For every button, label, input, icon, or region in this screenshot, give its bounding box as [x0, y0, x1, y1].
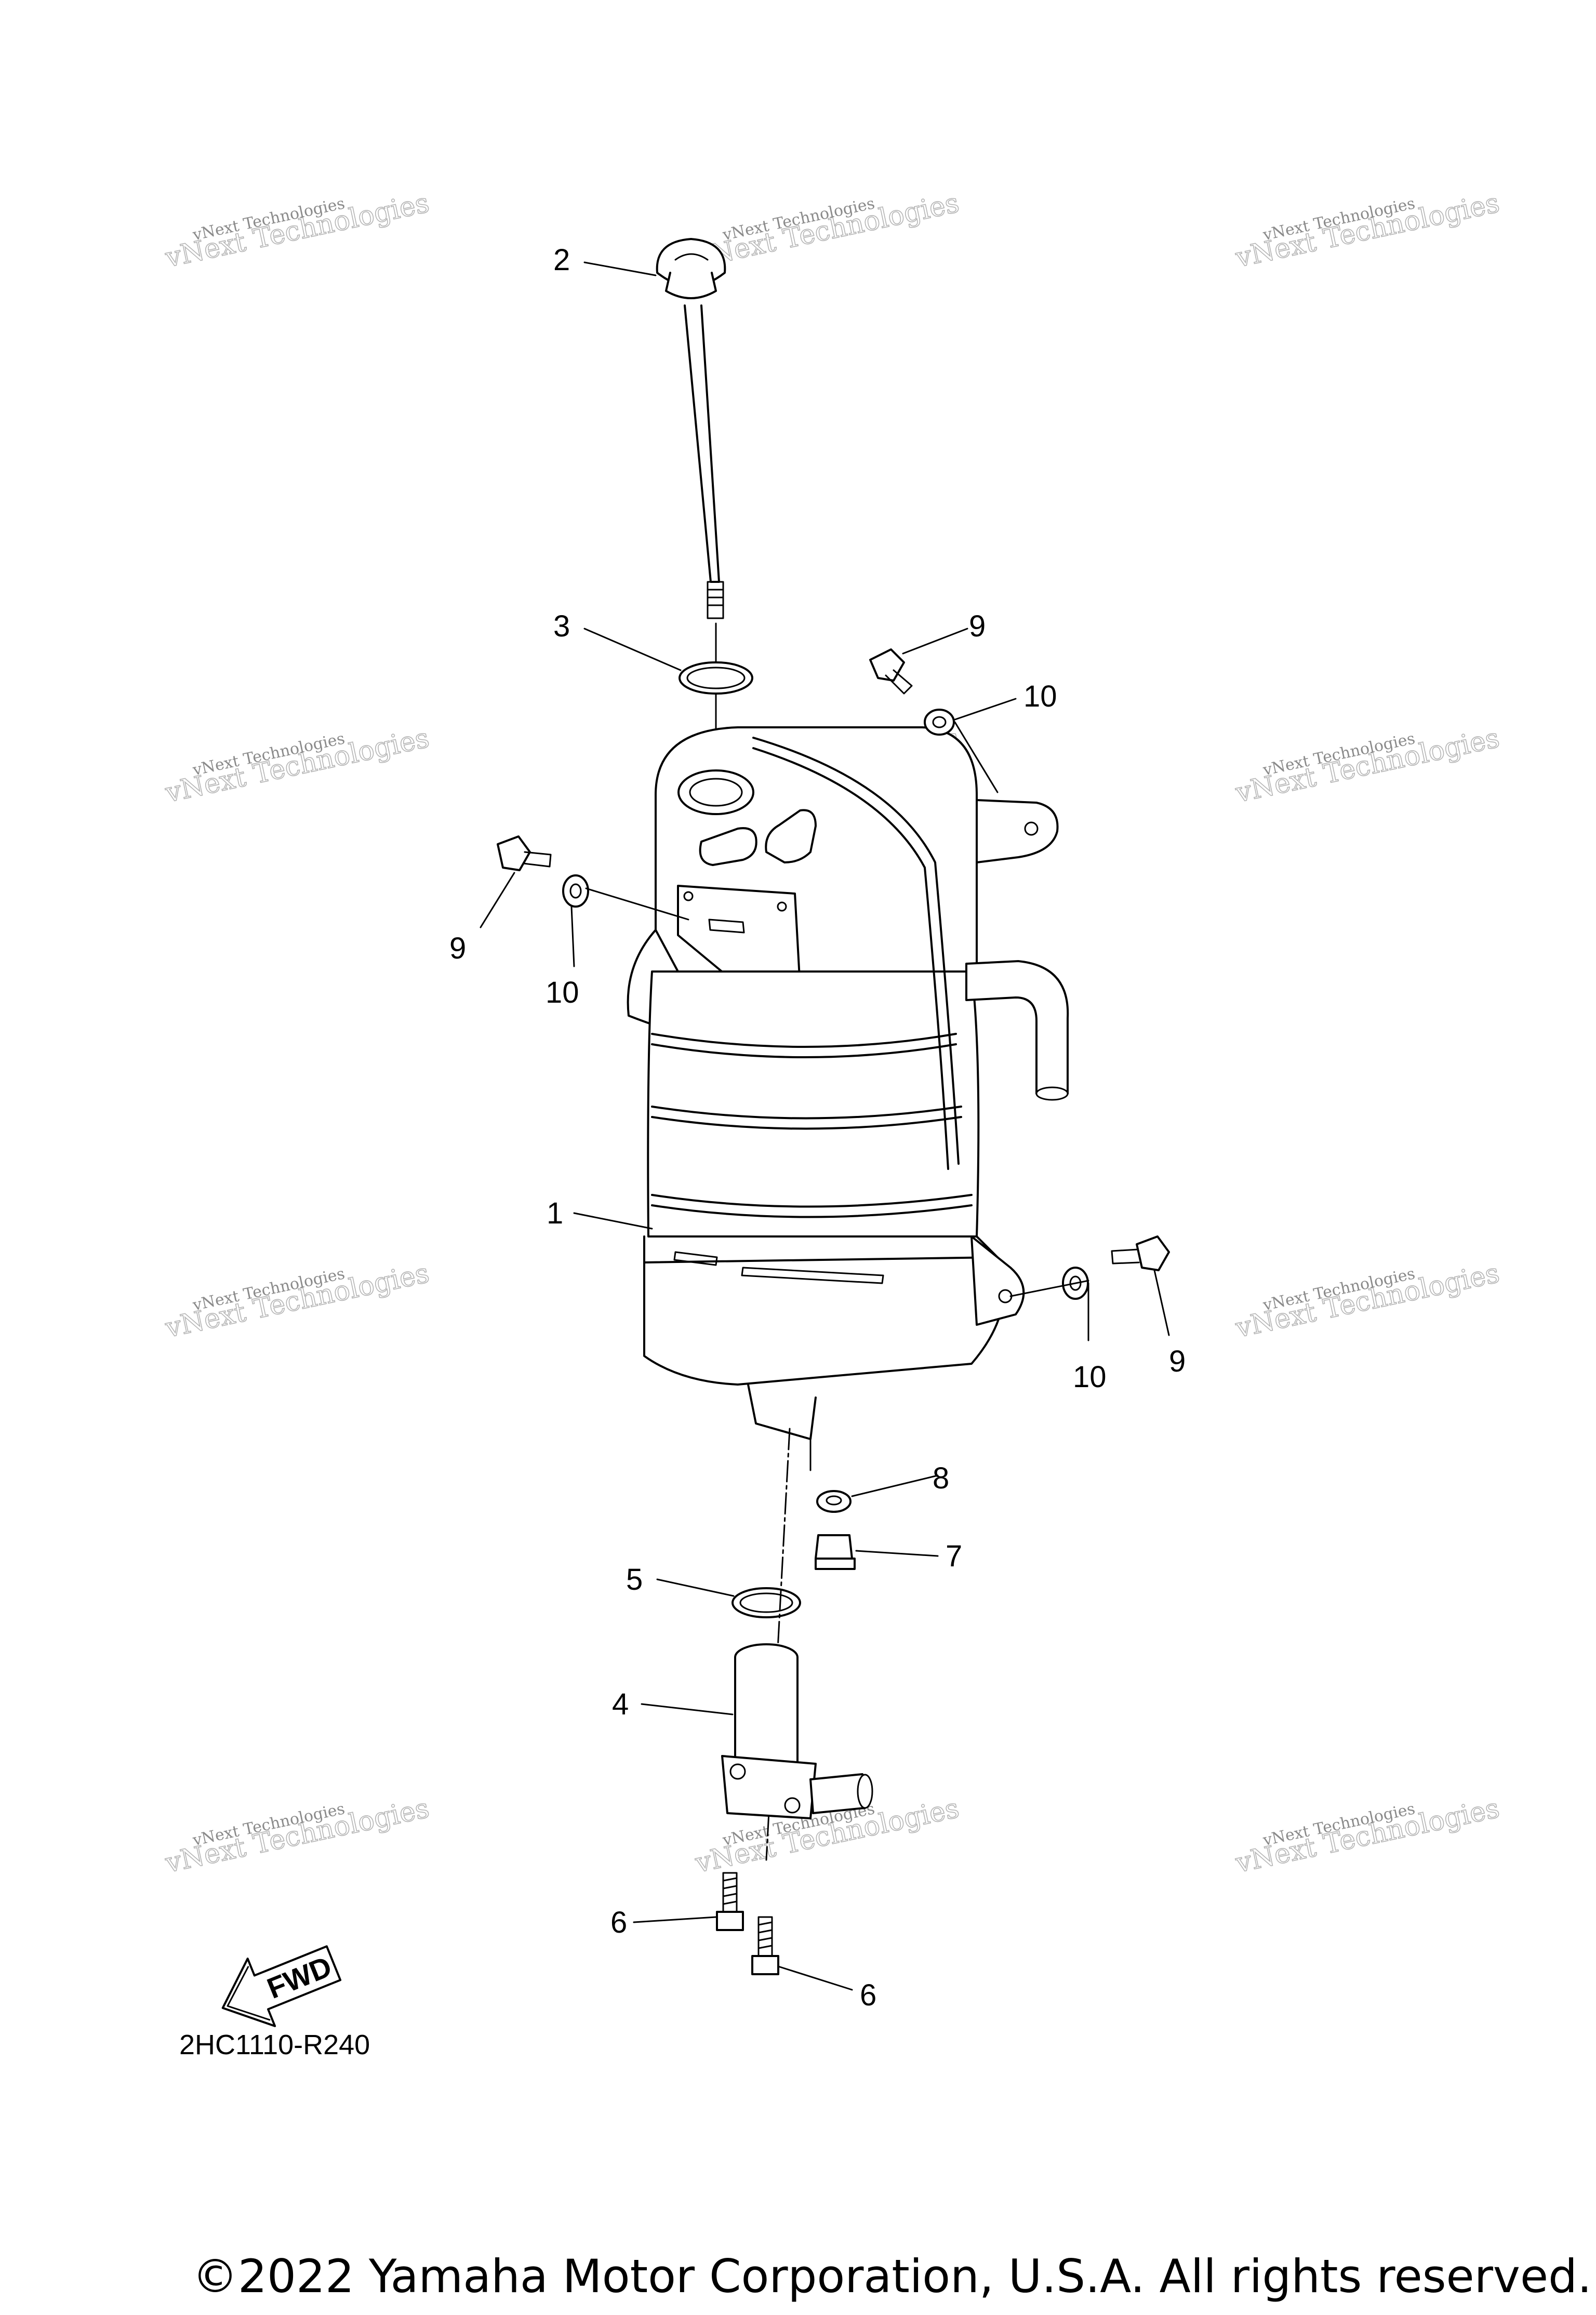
callout-3: 3 — [553, 609, 570, 643]
watermark: vNext Technologies vNext Technologies — [1232, 187, 1502, 274]
watermark: vNext Technologies vNext Technologies — [162, 187, 432, 274]
copyright-text: ©2022 Yamaha Motor Corporation, U.S.A. A… — [192, 2250, 1592, 2303]
callout-9c: 9 — [1169, 1345, 1186, 1378]
callouts: 1 2 3 4 5 6 6 7 8 9 9 9 10 10 10 — [449, 243, 1186, 2012]
callout-5: 5 — [626, 1563, 643, 1596]
callout-9: 9 — [969, 609, 986, 643]
watermark: vNext Technologies vNext Technologies — [1232, 722, 1502, 809]
callout-9b: 9 — [449, 932, 466, 965]
watermark: vNext Technologies vNext Technologies — [162, 1257, 432, 1345]
collar-part — [562, 874, 589, 908]
o-ring-part — [732, 1587, 801, 1618]
callout-2: 2 — [553, 243, 570, 277]
pipe-part — [721, 1643, 873, 1819]
watermark: vNext Technologies vNext Technologies — [162, 722, 432, 809]
screw-part — [716, 1872, 744, 1931]
watermark: vNext Technologies vNext Technologies — [692, 187, 962, 274]
callout-6b: 6 — [860, 1978, 876, 2012]
callout-7: 7 — [946, 1539, 962, 1573]
leader-lines — [480, 261, 1170, 1991]
dipstick-part — [656, 238, 726, 619]
bolt-part — [869, 648, 913, 695]
screw-part — [751, 1916, 779, 1975]
drain-bolt-part — [815, 1534, 856, 1570]
bolt-part — [1111, 1235, 1170, 1271]
fwd-arrow-icon: FWD — [221, 1945, 342, 2027]
callout-8: 8 — [933, 1461, 949, 1495]
collar-part — [924, 709, 955, 736]
washer-part — [816, 1490, 852, 1513]
callout-6: 6 — [610, 1906, 627, 1939]
watermark: vNext Technologies vNext Technologies — [1232, 1257, 1502, 1345]
watermark: vNext Technologies vNext Technologies — [1232, 1792, 1502, 1880]
callout-10c: 10 — [1073, 1360, 1107, 1394]
oil-tank-part — [627, 726, 1069, 1471]
bolt-part — [497, 835, 552, 871]
callout-10b: 10 — [546, 976, 579, 1009]
callout-1: 1 — [547, 1196, 563, 1230]
callout-4: 4 — [612, 1687, 629, 1721]
callout-10: 10 — [1023, 680, 1057, 713]
watermark: vNext Technologies vNext Technologies — [162, 1792, 432, 1880]
diagram-code: 2HC1110-R240 — [179, 2029, 370, 2060]
